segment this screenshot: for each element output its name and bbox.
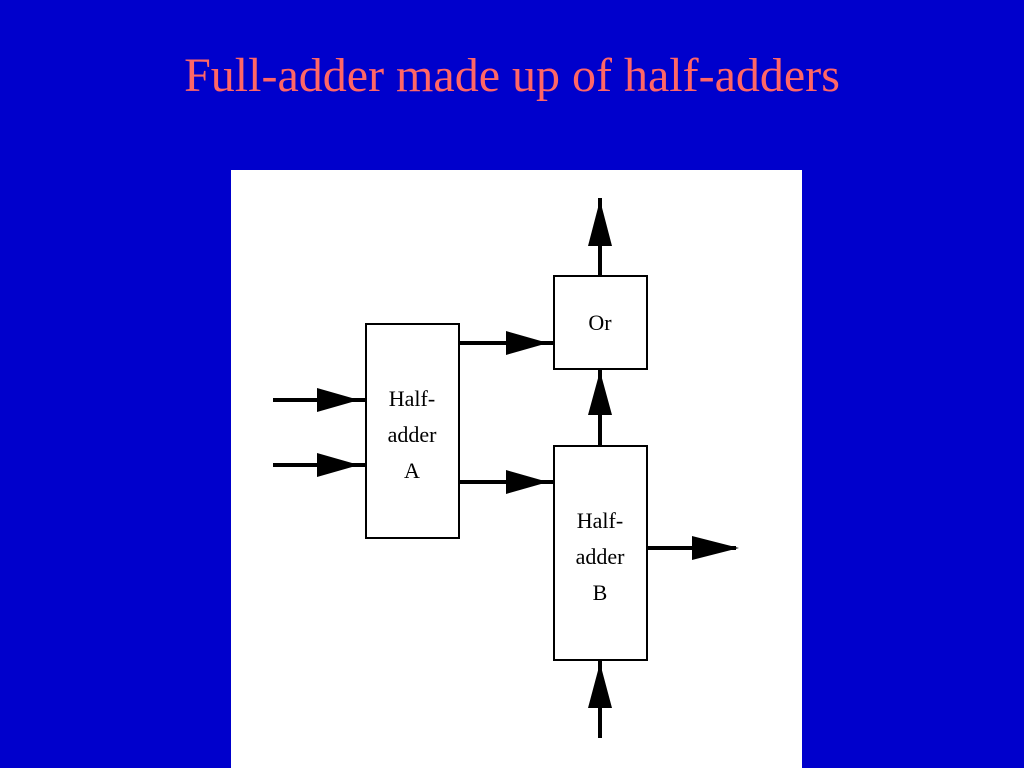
wire-a-to-or — [459, 331, 554, 355]
arrow-right-icon — [506, 470, 548, 494]
or-gate-label: Or — [588, 310, 612, 335]
half-adder-a-label-line3: A — [404, 458, 420, 483]
arrow-up-icon — [588, 371, 612, 415]
half-adder-b-label-line3: B — [593, 580, 608, 605]
half-adder-a-label-line2: adder — [388, 422, 438, 447]
half-adder-b: Half- adder B — [553, 445, 648, 661]
arrow-right-icon — [317, 453, 359, 477]
wire-b-to-or — [588, 369, 612, 446]
arrow-right-icon — [317, 388, 359, 412]
slide-title: Full-adder made up of half-adders — [184, 49, 840, 102]
or-gate: Or — [553, 275, 648, 370]
arrow-right-icon — [692, 536, 739, 560]
wire-a-to-b — [459, 470, 554, 494]
carry-input-wire — [588, 660, 612, 738]
half-adder-b-label-line2: adder — [576, 544, 626, 569]
diagram-panel: Half- adder A Or — [231, 170, 802, 768]
or-output-wire — [588, 198, 612, 276]
half-adder-b-label-line1: Half- — [577, 508, 623, 533]
full-adder-diagram: Half- adder A Or — [273, 198, 739, 738]
input-wire-2 — [273, 453, 366, 477]
arrow-up-icon — [588, 200, 612, 246]
arrow-up-icon — [588, 663, 612, 708]
input-wire-1 — [273, 388, 366, 412]
half-adder-a: Half- adder A — [365, 323, 460, 539]
arrow-right-icon — [506, 331, 548, 355]
half-adder-a-label-line1: Half- — [389, 386, 435, 411]
half-adder-b-output-wire — [647, 536, 739, 560]
